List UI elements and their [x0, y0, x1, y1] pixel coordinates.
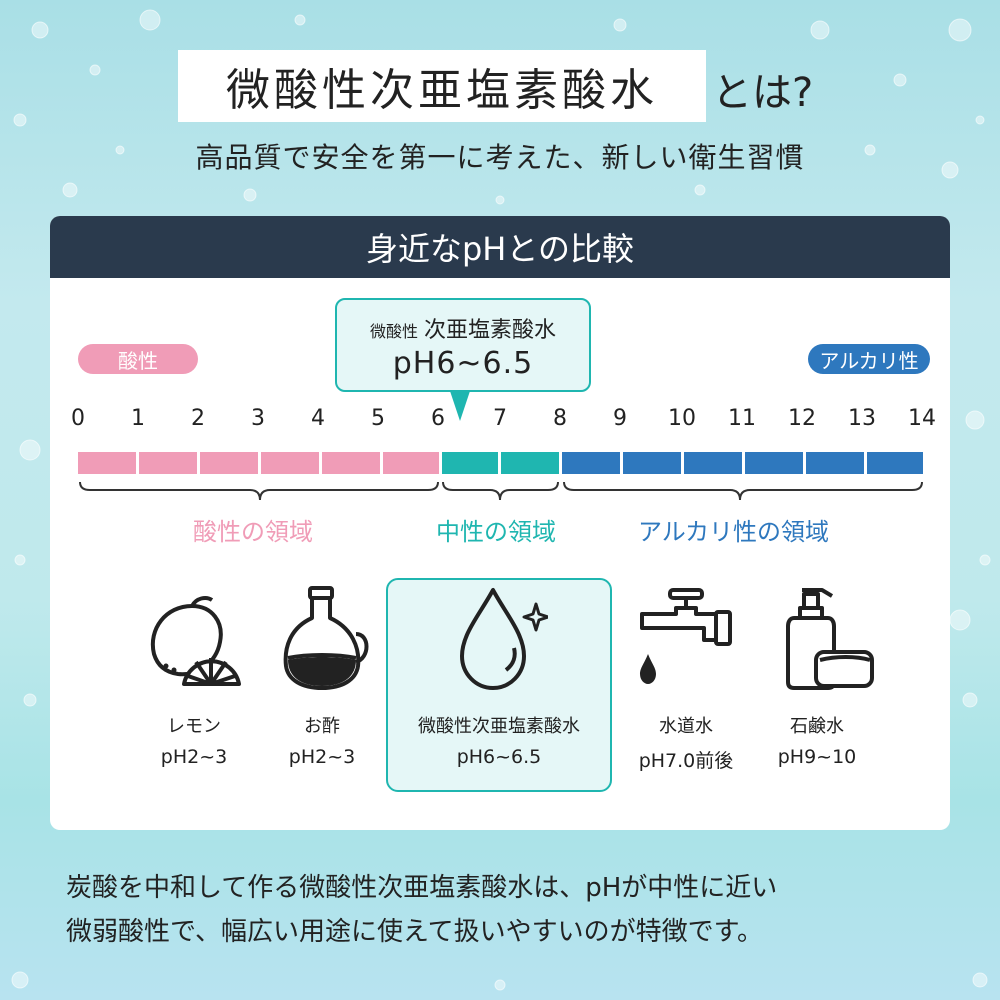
- callout-box: 微酸性次亜塩素酸水 pH6~6.5: [335, 298, 591, 392]
- ph-comparison-card: 身近なpHとの比較 酸性 アルカリ性 微酸性次亜塩素酸水 pH6~6.5 0 1…: [50, 216, 950, 830]
- region-label-alkaline: アルカリ性の領域: [638, 518, 830, 546]
- item-name-lemon: レモン: [167, 716, 221, 737]
- scale-tick: 7: [493, 406, 507, 431]
- scale-tick: 10: [668, 406, 696, 431]
- item-ph-tap-water: pH7.0前後: [638, 750, 734, 772]
- callout-small-label: 微酸性: [369, 322, 418, 341]
- footer-line-1: 炭酸を中和して作る微酸性次亜塩素酸水は、pHが中性に近い: [66, 873, 778, 903]
- scale-segment-alkaline: [562, 452, 620, 474]
- scale-tick: 3: [251, 406, 265, 431]
- scale-tick: 12: [788, 406, 816, 431]
- scale-segment-neutral: [501, 452, 559, 474]
- scale-segment-acid: [383, 452, 439, 474]
- scale-tick: 6: [431, 406, 445, 431]
- scale-tick: 4: [311, 406, 325, 431]
- scale-segment-alkaline: [806, 452, 864, 474]
- item-name-tap-water: 水道水: [659, 716, 713, 737]
- scale-segment-alkaline: [684, 452, 742, 474]
- scale-tick: 5: [371, 406, 385, 431]
- item-name-water: 微酸性次亜塩素酸水: [418, 716, 580, 737]
- region-label-acid: 酸性の領域: [193, 518, 313, 546]
- scale-tick: 8: [553, 406, 567, 431]
- scale-tick: 14: [908, 406, 936, 431]
- callout-ph: pH6~6.5: [392, 346, 534, 381]
- scale-segment-alkaline: [867, 452, 923, 474]
- scale-tick: 1: [131, 406, 145, 431]
- alkaline-pill: アルカリ性: [808, 344, 930, 374]
- item-name-soap-water: 石鹸水: [790, 716, 844, 737]
- footer-description: 炭酸を中和して作る微酸性次亜塩素酸水は、pHが中性に近い 微弱酸性で、幅広い用途…: [66, 866, 966, 954]
- item-ph-soap-water: pH9~10: [777, 746, 857, 768]
- region-braces: [79, 481, 923, 501]
- scale-segment-acid: [78, 452, 136, 474]
- scale-tick: 13: [848, 406, 876, 431]
- scale-segment-neutral: [442, 452, 498, 474]
- scale-segment-alkaline: [623, 452, 681, 474]
- footer-line-2: 微弱酸性で、幅広い用途に使えて扱いやすいのが特徴です。: [66, 917, 764, 947]
- title-suffix: とは?: [712, 70, 814, 116]
- scale-segment-alkaline: [745, 452, 803, 474]
- region-label-neutral: 中性の領域: [436, 518, 556, 546]
- scale-segment-acid: [139, 452, 197, 474]
- scale-tick: 2: [191, 406, 205, 431]
- item-name-vinegar: お酢: [304, 716, 340, 737]
- card-header: 身近なpHとの比較: [50, 216, 950, 278]
- scale-tick: 9: [613, 406, 627, 431]
- item-ph-water: pH6~6.5: [456, 746, 542, 768]
- water-drop-icon: [460, 588, 548, 690]
- soap-bottle-icon: [786, 588, 874, 690]
- scale-segment-acid: [322, 452, 380, 474]
- faucet-icon: [640, 588, 732, 684]
- item-ph-lemon: pH2~3: [160, 746, 228, 768]
- page-title: 微酸性次亜塩素酸水: [178, 50, 706, 122]
- scale-tick: 11: [728, 406, 756, 431]
- callout-pointer: [450, 391, 470, 421]
- lemon-icon: [150, 596, 241, 686]
- page-subtitle: 高品質で安全を第一に考えた、新しい衛生習慣: [195, 141, 805, 174]
- scale-segment-acid: [200, 452, 258, 474]
- item-ph-vinegar: pH2~3: [288, 746, 356, 768]
- vinegar-bottle-icon: [283, 586, 369, 690]
- scale-tick: 0: [71, 406, 85, 431]
- highlight-item-box: [386, 578, 612, 792]
- scale-segment-acid: [261, 452, 319, 474]
- callout-name: 次亜塩素酸水: [424, 318, 557, 343]
- acid-pill: 酸性: [78, 344, 198, 374]
